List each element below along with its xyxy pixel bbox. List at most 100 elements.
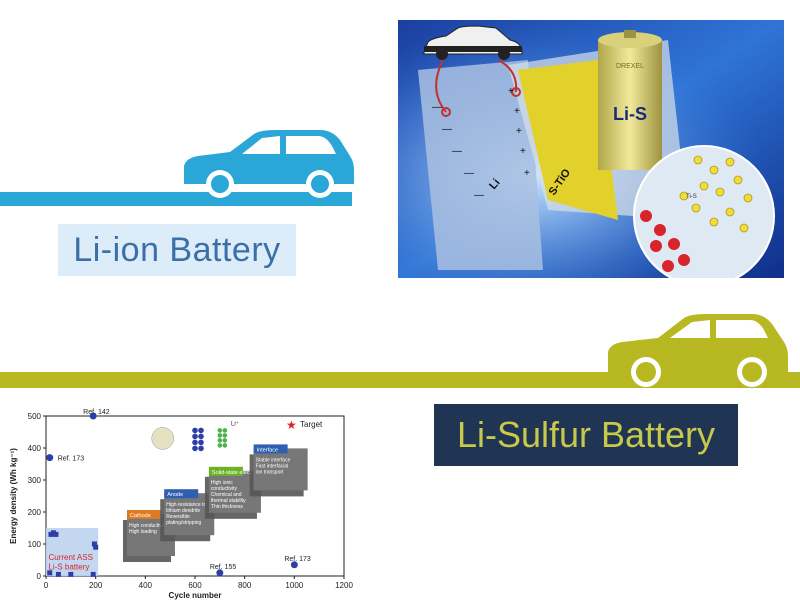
data-point bbox=[91, 541, 97, 547]
lis-label-box bbox=[434, 404, 738, 466]
svg-text:—: — bbox=[464, 168, 474, 179]
svg-text:+: + bbox=[524, 168, 530, 179]
stage-item: conductivity bbox=[211, 486, 238, 492]
liion-label-box bbox=[58, 224, 296, 276]
x-tick-label: 400 bbox=[139, 581, 153, 590]
stage-item: plating/stripping bbox=[166, 520, 201, 526]
svg-text:—: — bbox=[432, 102, 442, 113]
stage-title-tab bbox=[164, 489, 199, 499]
x-tick-label: 1000 bbox=[285, 581, 303, 590]
stage-title: Anode bbox=[167, 492, 183, 498]
legend-label: Target bbox=[300, 420, 323, 429]
stage-title: Cathode bbox=[130, 513, 151, 519]
svg-text:Ti-S: Ti-S bbox=[686, 194, 697, 200]
point-label: Ref. 155 bbox=[210, 564, 237, 571]
liion-battery-label: Li-ion Battery bbox=[73, 231, 281, 269]
data-point bbox=[68, 571, 74, 577]
svg-text:+: + bbox=[520, 146, 526, 157]
stage-title-tab bbox=[253, 444, 288, 454]
stage-title-tab bbox=[208, 466, 243, 476]
x-axis-label: Cycle number bbox=[169, 591, 222, 600]
stage-item: High ionic bbox=[211, 480, 233, 486]
li-s-battery-illustration: DREXEL Li-S Ti-S Li S-TiO ——— —— +++ ++ bbox=[398, 20, 784, 278]
lattice-atom bbox=[217, 433, 223, 438]
point-label: Ref. 142 bbox=[83, 409, 110, 416]
lattice-atom bbox=[192, 427, 198, 434]
car-icon bbox=[184, 130, 354, 198]
s-tio-cathode-layer bbox=[518, 60, 618, 220]
lattice-atom bbox=[222, 433, 228, 438]
stage-item: High loading bbox=[129, 529, 157, 535]
data-point bbox=[290, 561, 298, 569]
stage-item: lithium dendrite bbox=[166, 508, 200, 514]
stage-title: Solid-state electrolyte bbox=[212, 470, 265, 476]
lattice-atom bbox=[192, 433, 198, 440]
lattice-atom bbox=[192, 445, 198, 452]
lattice-atom bbox=[217, 443, 223, 448]
y-tick-label: 0 bbox=[37, 572, 42, 581]
y-tick-label: 100 bbox=[28, 540, 42, 549]
data-point bbox=[53, 531, 59, 537]
lattice-atom bbox=[222, 438, 228, 443]
lattice-atom bbox=[217, 438, 223, 443]
region-label: Li-S battery bbox=[48, 563, 89, 572]
svg-text:Li-S: Li-S bbox=[613, 104, 647, 124]
data-point bbox=[55, 571, 61, 577]
stage-box-shadow bbox=[253, 448, 308, 491]
stage-item: Chemical and bbox=[211, 492, 242, 498]
stage-title: Interface bbox=[257, 447, 278, 453]
y-tick-label: 500 bbox=[28, 412, 42, 421]
lattice-atom bbox=[198, 427, 204, 434]
stage-item: ion transport bbox=[256, 469, 284, 475]
data-point bbox=[47, 570, 53, 576]
data-point bbox=[46, 454, 54, 462]
stage-title-tab bbox=[126, 510, 161, 519]
target-star-icon: ★ bbox=[286, 418, 297, 432]
stage-item: Stable interface bbox=[256, 457, 291, 463]
inset-label: Li⁺ bbox=[231, 421, 239, 428]
x-tick-label: 200 bbox=[89, 581, 103, 590]
lis-road-bar bbox=[0, 372, 800, 388]
magnified-inset: Ti-S bbox=[633, 145, 775, 278]
data-point bbox=[216, 569, 224, 577]
stage-item: High conductivity bbox=[129, 523, 167, 529]
x-tick-label: 800 bbox=[238, 581, 252, 590]
svg-text:—: — bbox=[474, 190, 484, 201]
x-tick-label: 600 bbox=[188, 581, 202, 590]
police-car-icon bbox=[423, 25, 523, 60]
lattice-atom bbox=[222, 443, 228, 448]
svg-text:+: + bbox=[516, 126, 522, 137]
svg-text:—: — bbox=[442, 124, 452, 135]
cathode-particle bbox=[151, 427, 174, 450]
y-tick-label: 400 bbox=[28, 444, 42, 453]
svg-text:—: — bbox=[452, 146, 462, 157]
lattice-atom bbox=[217, 428, 223, 433]
lattice-atom bbox=[198, 433, 204, 440]
point-label: Ref. 173 bbox=[284, 556, 311, 563]
svg-text:+: + bbox=[508, 86, 514, 97]
stage-item: Reversible bbox=[166, 514, 190, 520]
y-tick-label: 300 bbox=[28, 476, 42, 485]
lattice-atom bbox=[192, 439, 198, 446]
lattice-atom bbox=[198, 439, 204, 446]
lis-battery-label: Li-Sulfur Battery bbox=[456, 414, 716, 455]
data-point bbox=[90, 571, 96, 577]
stage-item: Thin thickness bbox=[211, 504, 243, 510]
y-axis-label: Energy density (Wh kg⁻¹) bbox=[9, 448, 18, 544]
x-tick-label: 1200 bbox=[335, 581, 353, 590]
car-icon bbox=[608, 314, 788, 387]
data-point bbox=[89, 412, 97, 420]
stage-item: Fast interfacial bbox=[256, 463, 289, 469]
svg-text:+: + bbox=[514, 106, 520, 117]
stage-item: thermal stability bbox=[211, 498, 246, 504]
lattice-atom bbox=[198, 445, 204, 452]
point-label: Ref. 173 bbox=[58, 456, 85, 463]
x-tick-label: 0 bbox=[44, 581, 49, 590]
lattice-atom bbox=[222, 428, 228, 433]
y-tick-label: 200 bbox=[28, 508, 42, 517]
stage-item: High resistance to bbox=[166, 502, 206, 508]
region-label: Current ASS bbox=[48, 553, 92, 562]
battery-cell: DREXEL Li-S bbox=[598, 30, 662, 170]
liion-road-bar bbox=[0, 192, 352, 206]
